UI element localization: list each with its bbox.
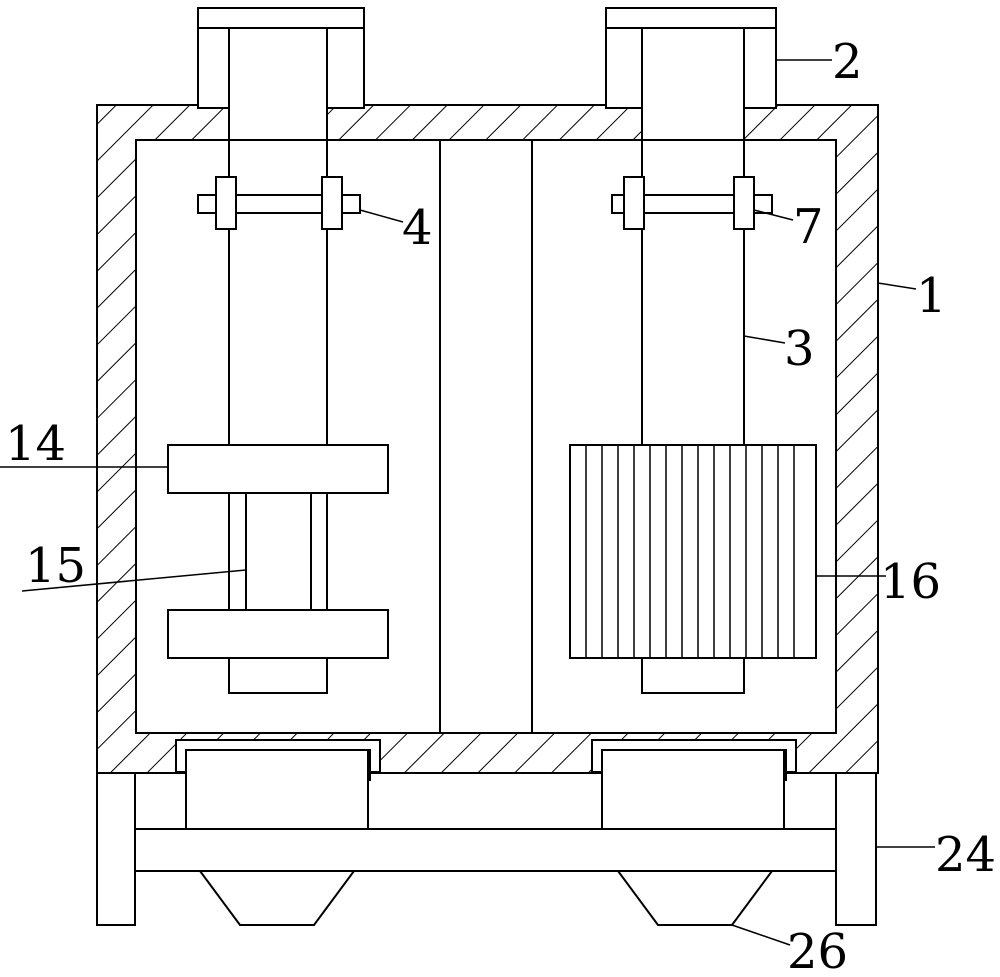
label-26: 26 [787,924,848,977]
left-top-unit [197,7,365,141]
label-14: 14 [5,416,66,472]
left-crossbar [197,176,361,230]
center-divider [439,139,533,734]
label-4: 4 [402,200,433,256]
right-assembly [569,444,817,694]
hoppers [198,870,774,926]
leader-lines [0,59,935,946]
left-assembly [167,444,389,694]
base-frame [96,749,877,926]
right-crossbar [611,176,773,230]
label-2: 2 [832,34,863,90]
label-15: 15 [25,538,86,594]
right-top-unit [605,7,777,141]
label-1: 1 [916,268,947,324]
label-3: 3 [784,321,815,377]
label-7: 7 [793,199,824,255]
part-labels: 2 4 7 1 3 14 15 16 24 26 [5,34,996,977]
label-24: 24 [935,827,996,883]
label-16: 16 [880,554,941,610]
